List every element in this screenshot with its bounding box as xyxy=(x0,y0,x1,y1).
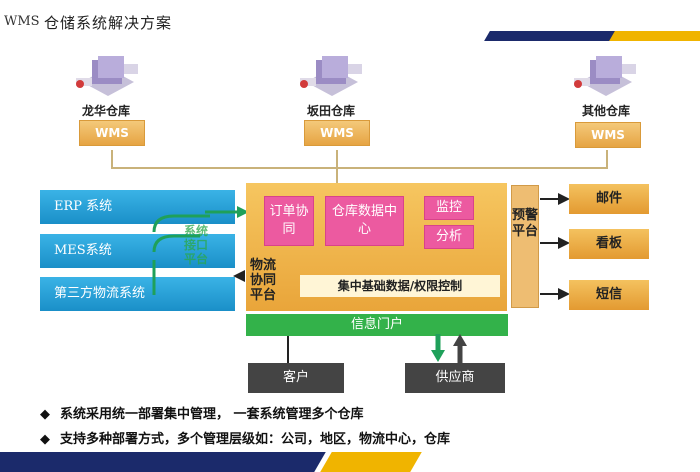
server-icon xyxy=(574,56,636,96)
bullet-text: 支持多种部署方式，多个管理层级如：公司，地区，物流中心，仓库 xyxy=(60,432,451,447)
wms-box[interactable]: WMS xyxy=(575,122,641,148)
arrow-right-icon xyxy=(205,206,249,218)
sms-output[interactable]: 短信 xyxy=(569,280,649,310)
customer-box[interactable]: 客户 xyxy=(248,363,344,393)
footer-stripe-navy xyxy=(0,452,326,472)
diamond-bullet-icon: ◆ xyxy=(40,407,50,422)
connector-line xyxy=(606,150,608,168)
server-icon xyxy=(76,56,138,96)
header-stripe-navy xyxy=(484,31,618,41)
monitor-module[interactable]: 监控 xyxy=(424,196,474,220)
arrow-up-icon xyxy=(453,334,467,364)
connector-line xyxy=(336,167,338,183)
arrow-left-icon xyxy=(233,270,245,282)
footer-stripe-gold xyxy=(320,452,422,472)
header-stripe-gold xyxy=(609,31,700,41)
base-data-bar[interactable]: 集中基础数据/权限控制 xyxy=(300,275,500,297)
server-icon xyxy=(300,56,362,96)
wms-box[interactable]: WMS xyxy=(79,120,145,146)
bullet-text: 系统采用统一部署集中管理， 一套系统管理多个仓库 xyxy=(60,407,364,422)
logistics-platform[interactable]: 物流协同平台 xyxy=(250,258,277,303)
warehouse-name: 龙华仓库 xyxy=(81,104,130,118)
arrow-right-icon xyxy=(540,237,570,249)
connector-line xyxy=(111,150,113,168)
connector-customer xyxy=(287,336,289,364)
third-party-logistics-system[interactable]: 第三方物流系统 xyxy=(40,277,235,311)
mes-system[interactable]: MES系统 xyxy=(40,234,235,268)
interface-bridge: 系统接口平台 xyxy=(150,190,210,305)
analysis-module[interactable]: 分析 xyxy=(424,225,474,249)
app-name: WMS xyxy=(4,14,40,29)
diamond-bullet-icon: ◆ xyxy=(40,432,50,447)
supplier-box[interactable]: 供应商 xyxy=(405,363,505,393)
connector-bus xyxy=(111,167,608,169)
connector-line xyxy=(336,150,338,168)
dashboard-output[interactable]: 看板 xyxy=(569,229,649,259)
arrow-right-icon xyxy=(540,288,570,300)
alert-platform[interactable]: 预警平台 xyxy=(511,185,539,308)
bullet-item: ◆ 系统采用统一部署集中管理， 一套系统管理多个仓库 xyxy=(40,403,364,422)
page-title: 仓储系统解决方案 xyxy=(44,14,173,32)
arrow-down-icon xyxy=(431,334,445,362)
erp-system[interactable]: ERP 系统 xyxy=(40,190,235,224)
warehouse-name: 其他仓库 xyxy=(581,104,630,118)
warehouse-data-center[interactable]: 仓库数据中心 xyxy=(325,196,404,246)
info-portal[interactable]: 信息门户 xyxy=(246,314,508,336)
wms-box[interactable]: WMS xyxy=(304,120,370,146)
order-collaboration[interactable]: 订单协同 xyxy=(264,196,314,246)
warehouse-name: 坂田仓库 xyxy=(306,104,355,118)
bridge-label: 系统接口平台 xyxy=(184,224,209,266)
bullet-item: ◆ 支持多种部署方式，多个管理层级如：公司，地区，物流中心，仓库 xyxy=(40,428,450,447)
arrow-right-icon xyxy=(540,193,570,205)
email-output[interactable]: 邮件 xyxy=(569,184,649,214)
bridge-shape xyxy=(152,214,210,295)
